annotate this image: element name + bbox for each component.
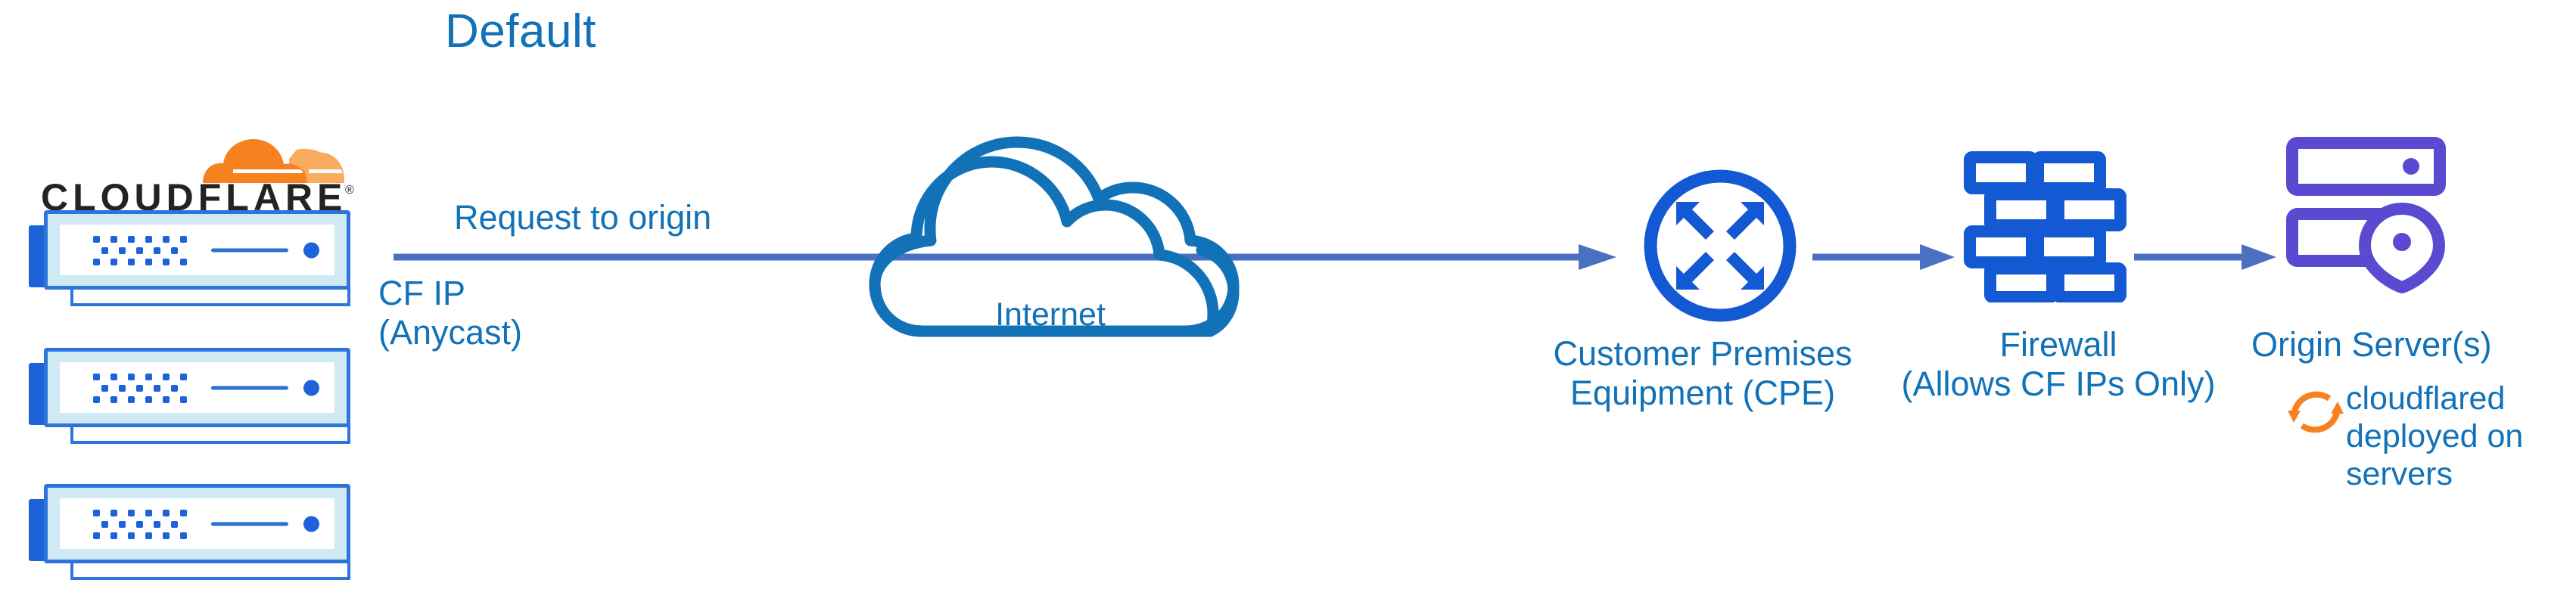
arrow-cpe-firewall [1812, 242, 1956, 272]
label-cf-ip: CF IP (Anycast) [378, 274, 523, 352]
server-slot-line [211, 386, 288, 389]
server-vent-dots-icon [93, 509, 187, 539]
svg-text:®: ® [345, 184, 354, 197]
arrow-origin-request [394, 242, 1619, 272]
cloudflare-logo: CLOUDFLARE ® [39, 112, 357, 219]
arrow-firewall-origin [2134, 242, 2278, 272]
server-base-lip [70, 287, 350, 306]
server-base-lip [70, 561, 350, 580]
server-chassis [44, 348, 350, 427]
server-status-led [303, 242, 319, 258]
server-status-led [303, 516, 319, 532]
server-front-panel [60, 225, 334, 275]
label-cloudflared: cloudflared deployed on servers [2346, 380, 2524, 492]
label-request-to-origin: Request to origin [454, 198, 712, 237]
label-firewall: Firewall (Allows CF IPs Only) [1901, 325, 2216, 404]
label-internet: Internet [995, 296, 1106, 333]
router-four-arrows-icon [1641, 166, 1800, 325]
server-vent-dots-icon [93, 235, 187, 265]
server-slot-line [211, 522, 288, 526]
sync-circular-arrows-icon [2285, 382, 2346, 442]
server-stack-location-pin-icon [2285, 136, 2448, 295]
server-base-lip [70, 425, 350, 444]
page-title: Default [445, 5, 596, 57]
label-cpe: Customer Premises Equipment (CPE) [1553, 334, 1853, 413]
server-vent-dots-icon [93, 373, 187, 403]
cloud-icon [869, 112, 1277, 339]
label-origin-server: Origin Server(s) [2251, 325, 2492, 364]
server-slot-line [211, 248, 288, 252]
brick-wall-icon [1964, 151, 2126, 303]
server-chassis [44, 210, 350, 290]
rack-server-icon [29, 348, 350, 446]
server-status-led [303, 380, 319, 395]
rack-server-icon [29, 210, 350, 309]
server-front-panel [60, 498, 334, 549]
rack-server-icon [29, 484, 350, 582]
server-front-panel [60, 362, 334, 413]
cloudflare-cloud-logo-icon [203, 139, 345, 183]
server-chassis [44, 484, 350, 563]
